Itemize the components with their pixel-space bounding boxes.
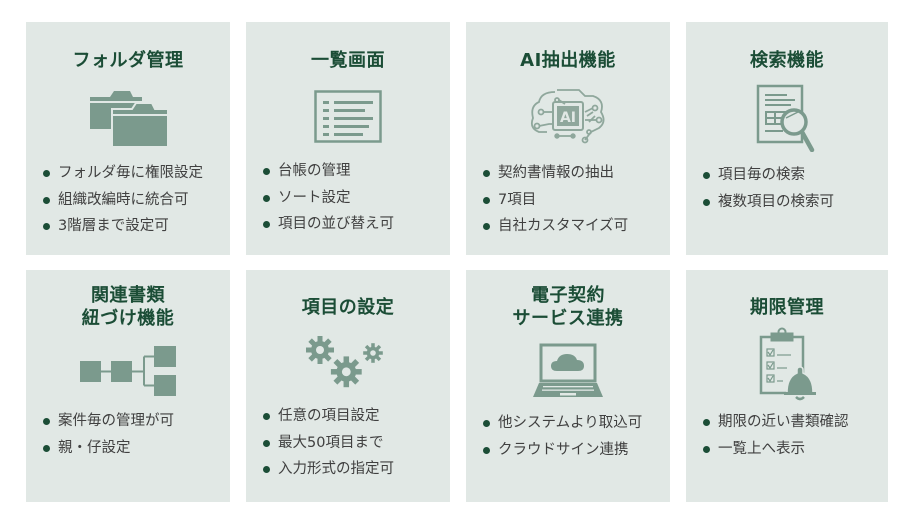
feature-card-esign-integration: 電子契約 サービス連携 他システムより取込可 クラウドサイン連携 <box>466 270 670 502</box>
card-title: フォルダ管理 <box>72 50 184 71</box>
feature-list: フォルダ毎に権限設定 組織改編時に統合可 3階層まで設定可 <box>42 160 203 240</box>
linked-documents-icon <box>78 344 178 398</box>
feature-list: 案件毎の管理が可 親・仔設定 <box>42 408 174 461</box>
feature-card-ai-extraction: AI抽出機能 AI 契約書情報の抽出 7項目 自社カスタマイズ可 <box>466 22 670 255</box>
list-item: 入力形式の指定可 <box>262 456 394 483</box>
list-item: フォルダ毎に権限設定 <box>42 160 203 187</box>
feature-card-field-settings: 項目の設定 任意の項目設定 最大50項目まで <box>246 270 450 502</box>
laptop-cloud-icon <box>531 342 605 400</box>
list-item: 組織改編時に統合可 <box>42 187 203 214</box>
folders-icon <box>86 86 170 148</box>
list-item: 項目の並び替え可 <box>262 211 394 238</box>
list-item: 複数項目の検索可 <box>702 189 834 216</box>
feature-list: 台帳の管理 ソート設定 項目の並び替え可 <box>262 158 394 238</box>
svg-text:AI: AI <box>560 110 576 126</box>
list-item: クラウドサイン連携 <box>482 437 642 464</box>
list-item: ソート設定 <box>262 185 394 212</box>
feature-card-list-view: 一覧画面 台帳の管理 ソート設定 項目の並び替え可 <box>246 22 450 255</box>
list-item: 任意の項目設定 <box>262 403 394 430</box>
list-item: 7項目 <box>482 187 628 214</box>
feature-card-deadline-management: 期限管理 期限の近い書類確認 一覧上へ表示 <box>686 270 888 502</box>
card-title: AI抽出機能 <box>520 50 616 71</box>
gears-icon <box>303 333 393 393</box>
list-item: 期限の近い書類確認 <box>702 409 849 436</box>
card-title: 一覧画面 <box>311 50 385 71</box>
card-title: 期限管理 <box>750 297 824 318</box>
feature-card-folder-management: フォルダ管理 フォルダ毎に権限設定 組織改編時に統合可 3階層まで設定可 <box>26 22 230 255</box>
list-item: 最大50項目まで <box>262 430 394 457</box>
card-title: 項目の設定 <box>301 297 395 318</box>
list-item: 親・仔設定 <box>42 435 174 462</box>
list-item: 台帳の管理 <box>262 158 394 185</box>
card-title: 検索機能 <box>750 50 824 71</box>
card-title: 電子契約 サービス連携 <box>512 285 624 329</box>
list-view-icon <box>314 88 382 146</box>
feature-list: 他システムより取込可 クラウドサイン連携 <box>482 410 642 463</box>
card-title: 関連書類 紐づけ機能 <box>81 285 175 329</box>
feature-list: 期限の近い書類確認 一覧上へ表示 <box>702 409 849 462</box>
list-item: 項目毎の検索 <box>702 162 834 189</box>
list-item: 他システムより取込可 <box>482 410 642 437</box>
feature-list: 項目毎の検索 複数項目の検索可 <box>702 162 834 215</box>
document-search-icon <box>756 84 818 152</box>
feature-card-search: 検索機能 項目毎の検索 複数項目の検索可 <box>686 22 888 255</box>
clipboard-bell-icon <box>757 327 817 403</box>
list-item: 一覧上へ表示 <box>702 436 849 463</box>
list-item: 3階層まで設定可 <box>42 213 203 240</box>
feature-list: 契約書情報の抽出 7項目 自社カスタマイズ可 <box>482 160 628 240</box>
list-item: 自社カスタマイズ可 <box>482 213 628 240</box>
list-item: 契約書情報の抽出 <box>482 160 628 187</box>
feature-list: 任意の項目設定 最大50項目まで 入力形式の指定可 <box>262 403 394 483</box>
feature-card-related-documents: 関連書類 紐づけ機能 案件毎の管理が可 親・仔設定 <box>26 270 230 502</box>
list-item: 案件毎の管理が可 <box>42 408 174 435</box>
ai-brain-icon: AI <box>527 86 609 148</box>
